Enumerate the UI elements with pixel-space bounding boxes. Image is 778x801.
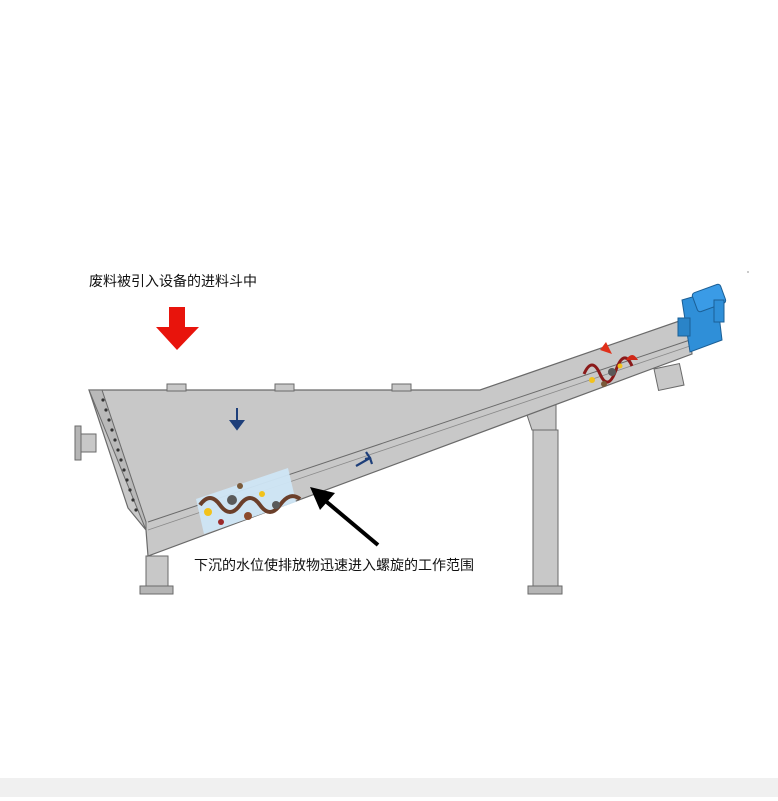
perforation-holes [101, 398, 138, 512]
perforated-wall [88, 389, 147, 531]
lid-tab [274, 383, 295, 392]
flow-up-arrow [355, 451, 374, 467]
drive-motor [677, 283, 727, 353]
screw-zone-caption: 下沉的水位使排放物迅速进入螺旋的工作范围 [194, 558, 474, 574]
debris-upper [582, 342, 638, 387]
left-leg [139, 555, 174, 595]
lid-tab [166, 383, 187, 392]
flow-down-arrow [229, 408, 245, 431]
footer-bar [0, 778, 778, 797]
discharge-chute [653, 362, 685, 392]
machine-body [88, 317, 693, 557]
lid-tab [391, 383, 412, 392]
inlet-flange [74, 425, 97, 461]
feed-down-arrow [156, 307, 199, 350]
debris-lower [198, 483, 302, 525]
pointer-arrow [310, 487, 380, 547]
inlet-caption: 废料被引入设备的进料斗中 [89, 274, 257, 290]
right-leg [525, 394, 563, 595]
